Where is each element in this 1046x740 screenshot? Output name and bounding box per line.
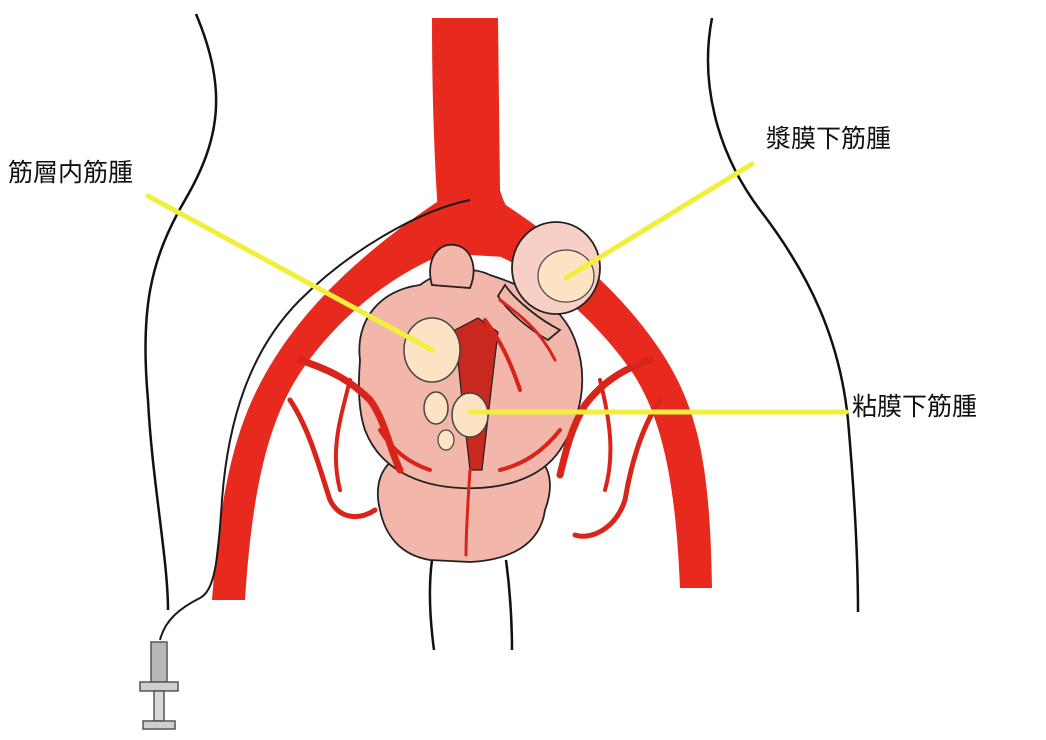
- label-intramural-fibroid: 筋層内筋腫: [8, 160, 133, 185]
- label-subserosal-fibroid: 漿膜下筋腫: [766, 126, 891, 151]
- label-submucosal-fibroid: 粘膜下筋腫: [852, 394, 977, 419]
- body-outline-left: [145, 14, 216, 610]
- submucosal-fibroid-large: [452, 393, 488, 437]
- subserosal-left-nodule: [430, 245, 473, 288]
- leg-right: [506, 560, 512, 650]
- submucosal-fibroid-small: [424, 392, 448, 424]
- leg-left: [430, 560, 434, 650]
- submucosal-fibroid-tiny: [438, 430, 454, 450]
- body-outline-right: [708, 18, 858, 612]
- pointer-subserosal: [566, 164, 752, 278]
- vessel-right-3: [600, 380, 610, 490]
- syringe-icon: [140, 642, 178, 729]
- vessel-left-3: [336, 380, 350, 490]
- vessel-right-2: [575, 400, 660, 536]
